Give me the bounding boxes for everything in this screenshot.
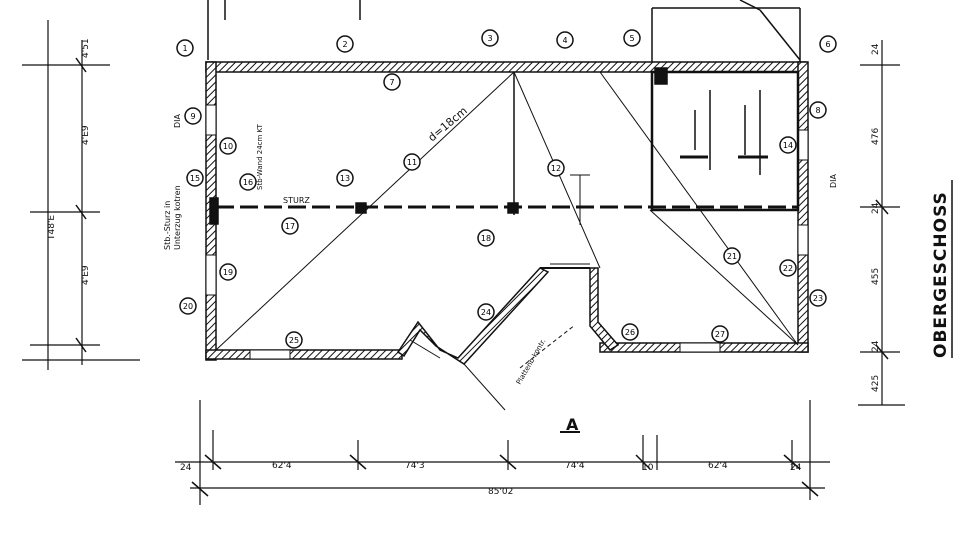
dim-right-6: 425 [871,375,881,392]
dim-bottom-2: 62'4 [272,461,292,471]
dim-right-3: 24 [871,202,881,214]
dim-left-total: T48'E [47,215,57,241]
marker-circle [179,297,197,315]
marker-circle [779,136,797,154]
marker-circle [819,35,837,53]
marker-label: 18 [481,234,491,243]
marker-label: 10 [223,142,233,151]
marker-circle [481,29,499,47]
dim-bottom-1: 24 [180,463,192,473]
marker-circle [186,169,204,187]
marker-label: 8 [815,106,820,115]
dim-left-1: 4'E9 [81,125,91,145]
marker-label: 1 [182,44,187,53]
marker-circle [556,31,574,49]
floor-title: OBERGESCHOSS [931,180,953,358]
marker-label: 24 [481,308,491,317]
marker-label: 19 [223,268,233,277]
title-text: OBERGESCHOSS [931,191,951,358]
marker-label: 3 [487,34,492,43]
marker-circle [281,217,299,235]
dim-bottom-4: 74'4 [565,461,585,471]
marker-label: 20 [183,302,193,311]
dim-bottom-5: 10 [642,463,654,473]
marker-circle [809,101,827,119]
marker-circle [184,107,202,125]
marker-label: 16 [243,178,253,187]
note-arrow-letter: A [566,415,579,434]
marker-label: 4 [562,36,567,45]
dimension-texts: 24 62'4 74'3 74'4 10 62'4 24 85'02 4'E9 … [47,38,881,497]
note-wall: Stb-Wand 24cm KT [256,123,264,190]
note-dia-right: DIA [829,173,838,188]
dim-bottom-3: 74'3 [405,461,425,471]
marker-label: 11 [407,158,417,167]
outer-walls [205,61,809,365]
marker-label: 21 [727,252,737,261]
marker-label: 13 [340,174,350,183]
note-left-1: Stb.-Sturz in [163,201,172,250]
dim-right-4: 455 [871,268,881,285]
marker-circle [621,323,639,341]
annotations: d=18cm Stb.-Sturz in Unterzug kotren STU… [163,104,838,434]
marker-label: 14 [783,141,793,150]
dim-bottom-6: 62'4 [708,461,728,471]
dim-bottom-7: 24 [790,463,802,473]
marker-circle [477,303,495,321]
marker-label: 15 [190,174,200,183]
dim-right-2: 476 [871,128,881,145]
marker-circle [336,35,354,53]
marker-circle [383,73,401,91]
marker-circle [547,159,565,177]
marker-label: 23 [813,294,823,303]
dim-left-3: 4'51 [81,38,91,58]
marker-circle [239,173,257,191]
marker-circle [779,259,797,277]
marker-label: 9 [190,112,195,121]
marker-circle [176,39,194,57]
dim-bottom-total: 85'02 [488,487,513,497]
marker-label: 7 [389,78,394,87]
marker-label: 26 [625,328,635,337]
note-dia-left: DIA [173,113,182,128]
marker-circle [403,153,421,171]
note-left-2: Unterzug kotren [173,185,182,250]
marker-label: 5 [629,34,634,43]
marker-label: 17 [285,222,295,231]
marker-label: 27 [715,330,725,339]
marker-circle [711,325,729,343]
marker-circle [623,29,641,47]
note-bottom: Plattenb-kontr. [515,337,548,386]
marker-circle [219,137,237,155]
marker-circle [723,247,741,265]
dimension-lines [22,20,905,505]
marker-circle [809,289,827,307]
top-fragments [207,0,801,62]
marker-circle [336,169,354,187]
marker-label: 25 [289,336,299,345]
marker-label: 2 [342,40,347,49]
dim-right-1: 24 [871,43,881,55]
marker-label: 6 [825,40,830,49]
marker-circle [285,331,303,349]
marker-circle [477,229,495,247]
marker-label: 12 [551,164,561,173]
marker-circle [219,263,237,281]
note-beam: STURZ [283,196,310,205]
marker-label: 22 [783,264,793,273]
tick-marks [75,57,889,497]
note-span: d=18cm [426,104,470,144]
dim-left-2: 4'E9 [81,265,91,285]
